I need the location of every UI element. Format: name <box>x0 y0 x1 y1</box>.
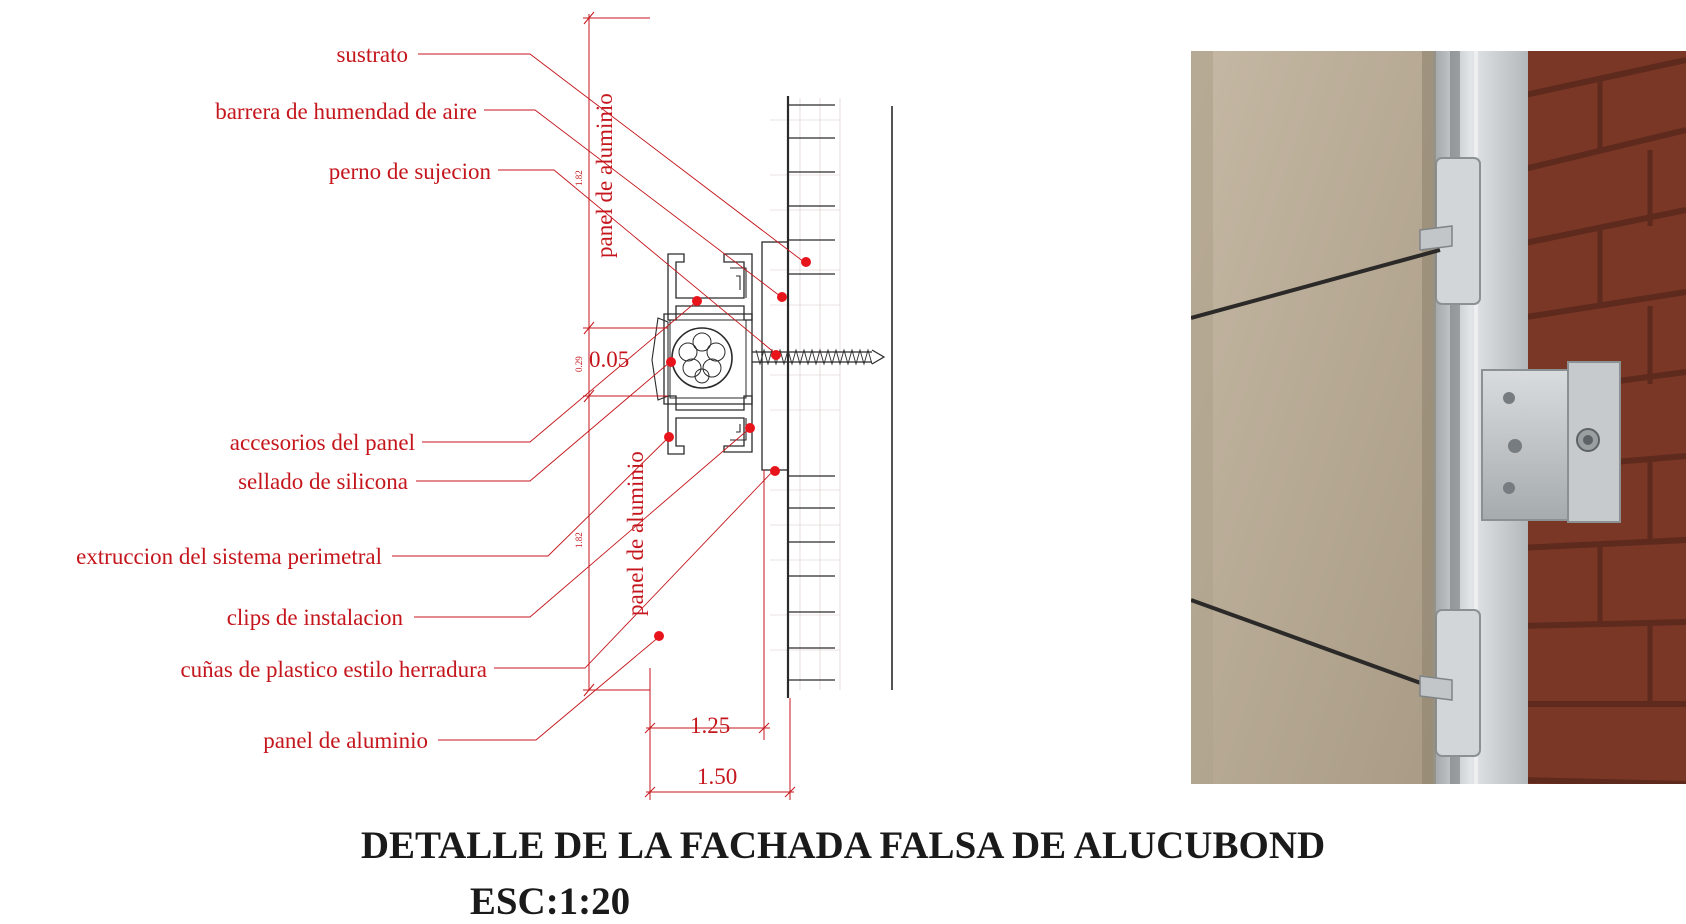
composite-panel <box>1191 51 1433 784</box>
wall-bracket <box>1481 361 1621 523</box>
plastic-wedge <box>651 317 669 401</box>
dim-small-upper: 1.82 <box>574 170 584 186</box>
perimeter-frame <box>663 313 753 405</box>
label-clips: clips de instalacion <box>227 605 404 630</box>
callout-labels: sustrato barrera de humendad de aire per… <box>76 42 491 753</box>
label-panel: panel de aluminio <box>263 728 428 753</box>
marker-panel <box>654 631 664 641</box>
marker-extruccion <box>664 432 674 442</box>
label-barrera: barrera de humendad de aire <box>215 99 477 124</box>
label-perno: perno de sujecion <box>329 159 492 184</box>
marker-cunas <box>770 466 780 476</box>
panel-joint-upper <box>1191 248 1441 320</box>
panel-accessory-roller <box>671 327 733 389</box>
dim-width-inner: 1.25 <box>690 713 730 738</box>
panel-joint-lower <box>1191 598 1441 692</box>
marker-sellado <box>666 357 676 367</box>
drawing-scale: ESC:1:20 <box>470 880 630 923</box>
marker-accesorios <box>692 296 702 306</box>
label-sustrato: sustrato <box>336 42 408 67</box>
dim-small-lower: 1.82 <box>574 532 584 548</box>
substrate-grid <box>770 98 841 690</box>
marker-clips <box>745 423 755 433</box>
section-drawing: sustrato barrera de humendad de aire per… <box>76 11 893 800</box>
horizontal-dimensions <box>644 470 796 800</box>
vertical-dimension <box>583 11 668 697</box>
facade-render-photo <box>1191 51 1686 784</box>
marker-dots <box>654 257 811 641</box>
dim-width-outer: 1.50 <box>697 764 737 789</box>
leader-lines <box>392 53 805 741</box>
dim-small-mid: 0.29 <box>574 356 584 372</box>
upper-extrusion-profile <box>667 253 753 321</box>
drawing-title: DETALLE DE LA FACHADA FALSA DE ALUCUBOND <box>361 824 1325 867</box>
dim-joint: 0.05 <box>589 347 629 372</box>
vertical-label-lower: panel de aluminio <box>623 451 648 616</box>
label-accesorios: accesorios del panel <box>230 430 415 455</box>
label-sellado: sellado de silicona <box>238 469 408 494</box>
marker-barrera <box>777 292 787 302</box>
label-cunas: cuñas de plastico estilo herradura <box>180 657 487 682</box>
marker-perno <box>771 350 781 360</box>
marker-sustrato <box>801 257 811 267</box>
label-extruccion: extruccion del sistema perimetral <box>76 544 382 569</box>
lower-extrusion-profile <box>667 395 753 455</box>
vertical-label-upper: panel de aluminio <box>592 93 617 258</box>
